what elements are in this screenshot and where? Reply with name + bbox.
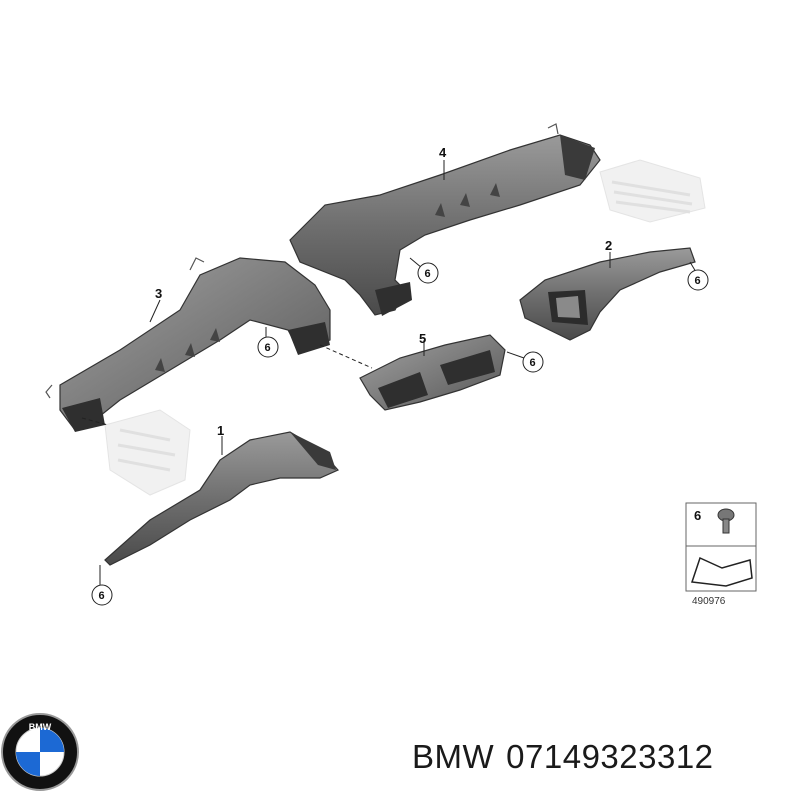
duct-part-1 bbox=[104, 431, 339, 566]
label-part-4: 4 bbox=[439, 145, 447, 160]
bmw-logo: BMW bbox=[1, 713, 79, 791]
legend-item-number: 6 bbox=[694, 508, 701, 523]
fastener-legend: 6 490976 bbox=[685, 502, 757, 607]
svg-text:6: 6 bbox=[695, 275, 701, 287]
drawing-id: 490976 bbox=[692, 596, 726, 607]
bracket-icon bbox=[690, 556, 753, 587]
vent-part-5 bbox=[359, 334, 506, 411]
ghost-vent-right bbox=[599, 159, 706, 223]
caption-part-number: 07149323312 bbox=[506, 738, 714, 775]
label-part-3: 3 bbox=[155, 286, 162, 301]
svg-text:6: 6 bbox=[265, 342, 271, 354]
svg-text:6: 6 bbox=[530, 357, 536, 369]
fastener-callout-1: 6 bbox=[417, 262, 439, 284]
fastener-callout-3: 6 bbox=[257, 336, 279, 358]
fastener-callout-4: 6 bbox=[522, 351, 544, 373]
svg-text:6: 6 bbox=[99, 590, 105, 602]
duct-part-4 bbox=[289, 123, 601, 316]
label-part-1: 1 bbox=[217, 423, 224, 438]
label-part-5: 5 bbox=[419, 331, 426, 346]
duct-part-3 bbox=[45, 257, 331, 432]
svg-text:6: 6 bbox=[425, 268, 431, 280]
label-part-2: 2 bbox=[605, 238, 612, 253]
fastener-callout-5: 6 bbox=[91, 584, 113, 606]
ghost-vent-left bbox=[104, 409, 191, 496]
svg-text:BMW: BMW bbox=[29, 722, 52, 732]
clip-icon bbox=[717, 508, 735, 534]
fastener-callout-2: 6 bbox=[687, 269, 709, 291]
caption-brand: BMW bbox=[412, 738, 495, 775]
part-caption: BMW 07149323312 bbox=[412, 738, 726, 776]
duct-part-2 bbox=[519, 247, 696, 341]
